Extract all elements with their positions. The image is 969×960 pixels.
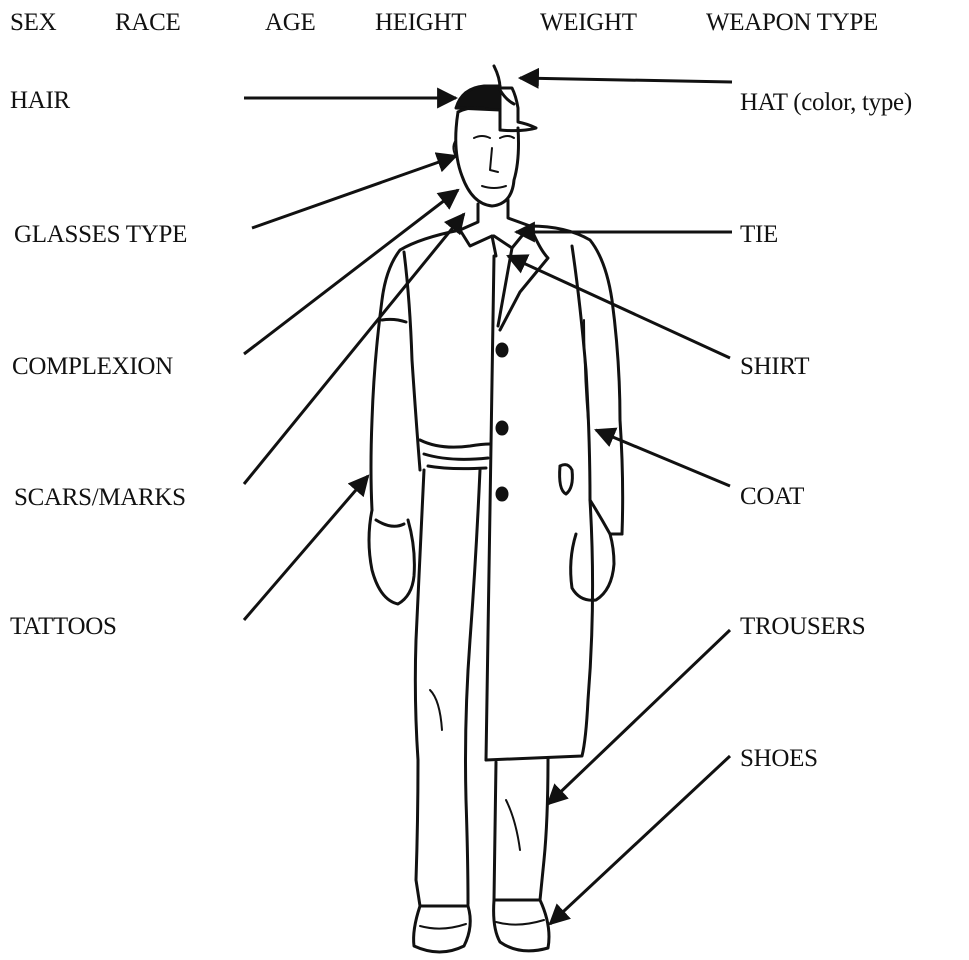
arrow-hat <box>520 78 732 82</box>
arrow-glasses <box>252 156 456 228</box>
arrow-tattoos <box>244 476 368 620</box>
arrow-shoes <box>550 756 730 924</box>
collar-tie-drawing <box>460 200 530 256</box>
coat-drawing <box>371 226 623 760</box>
arrow-shirt <box>508 256 730 358</box>
shirt-drawing <box>420 440 490 469</box>
shoes-drawing <box>414 900 549 952</box>
hands-drawing <box>369 510 614 604</box>
arrow-complexion <box>244 190 458 354</box>
hat-drawing <box>456 66 536 131</box>
trousers-drawing <box>415 470 548 906</box>
arrow-trousers <box>548 630 730 804</box>
head-drawing <box>453 108 518 207</box>
arrow-coat <box>596 430 730 486</box>
